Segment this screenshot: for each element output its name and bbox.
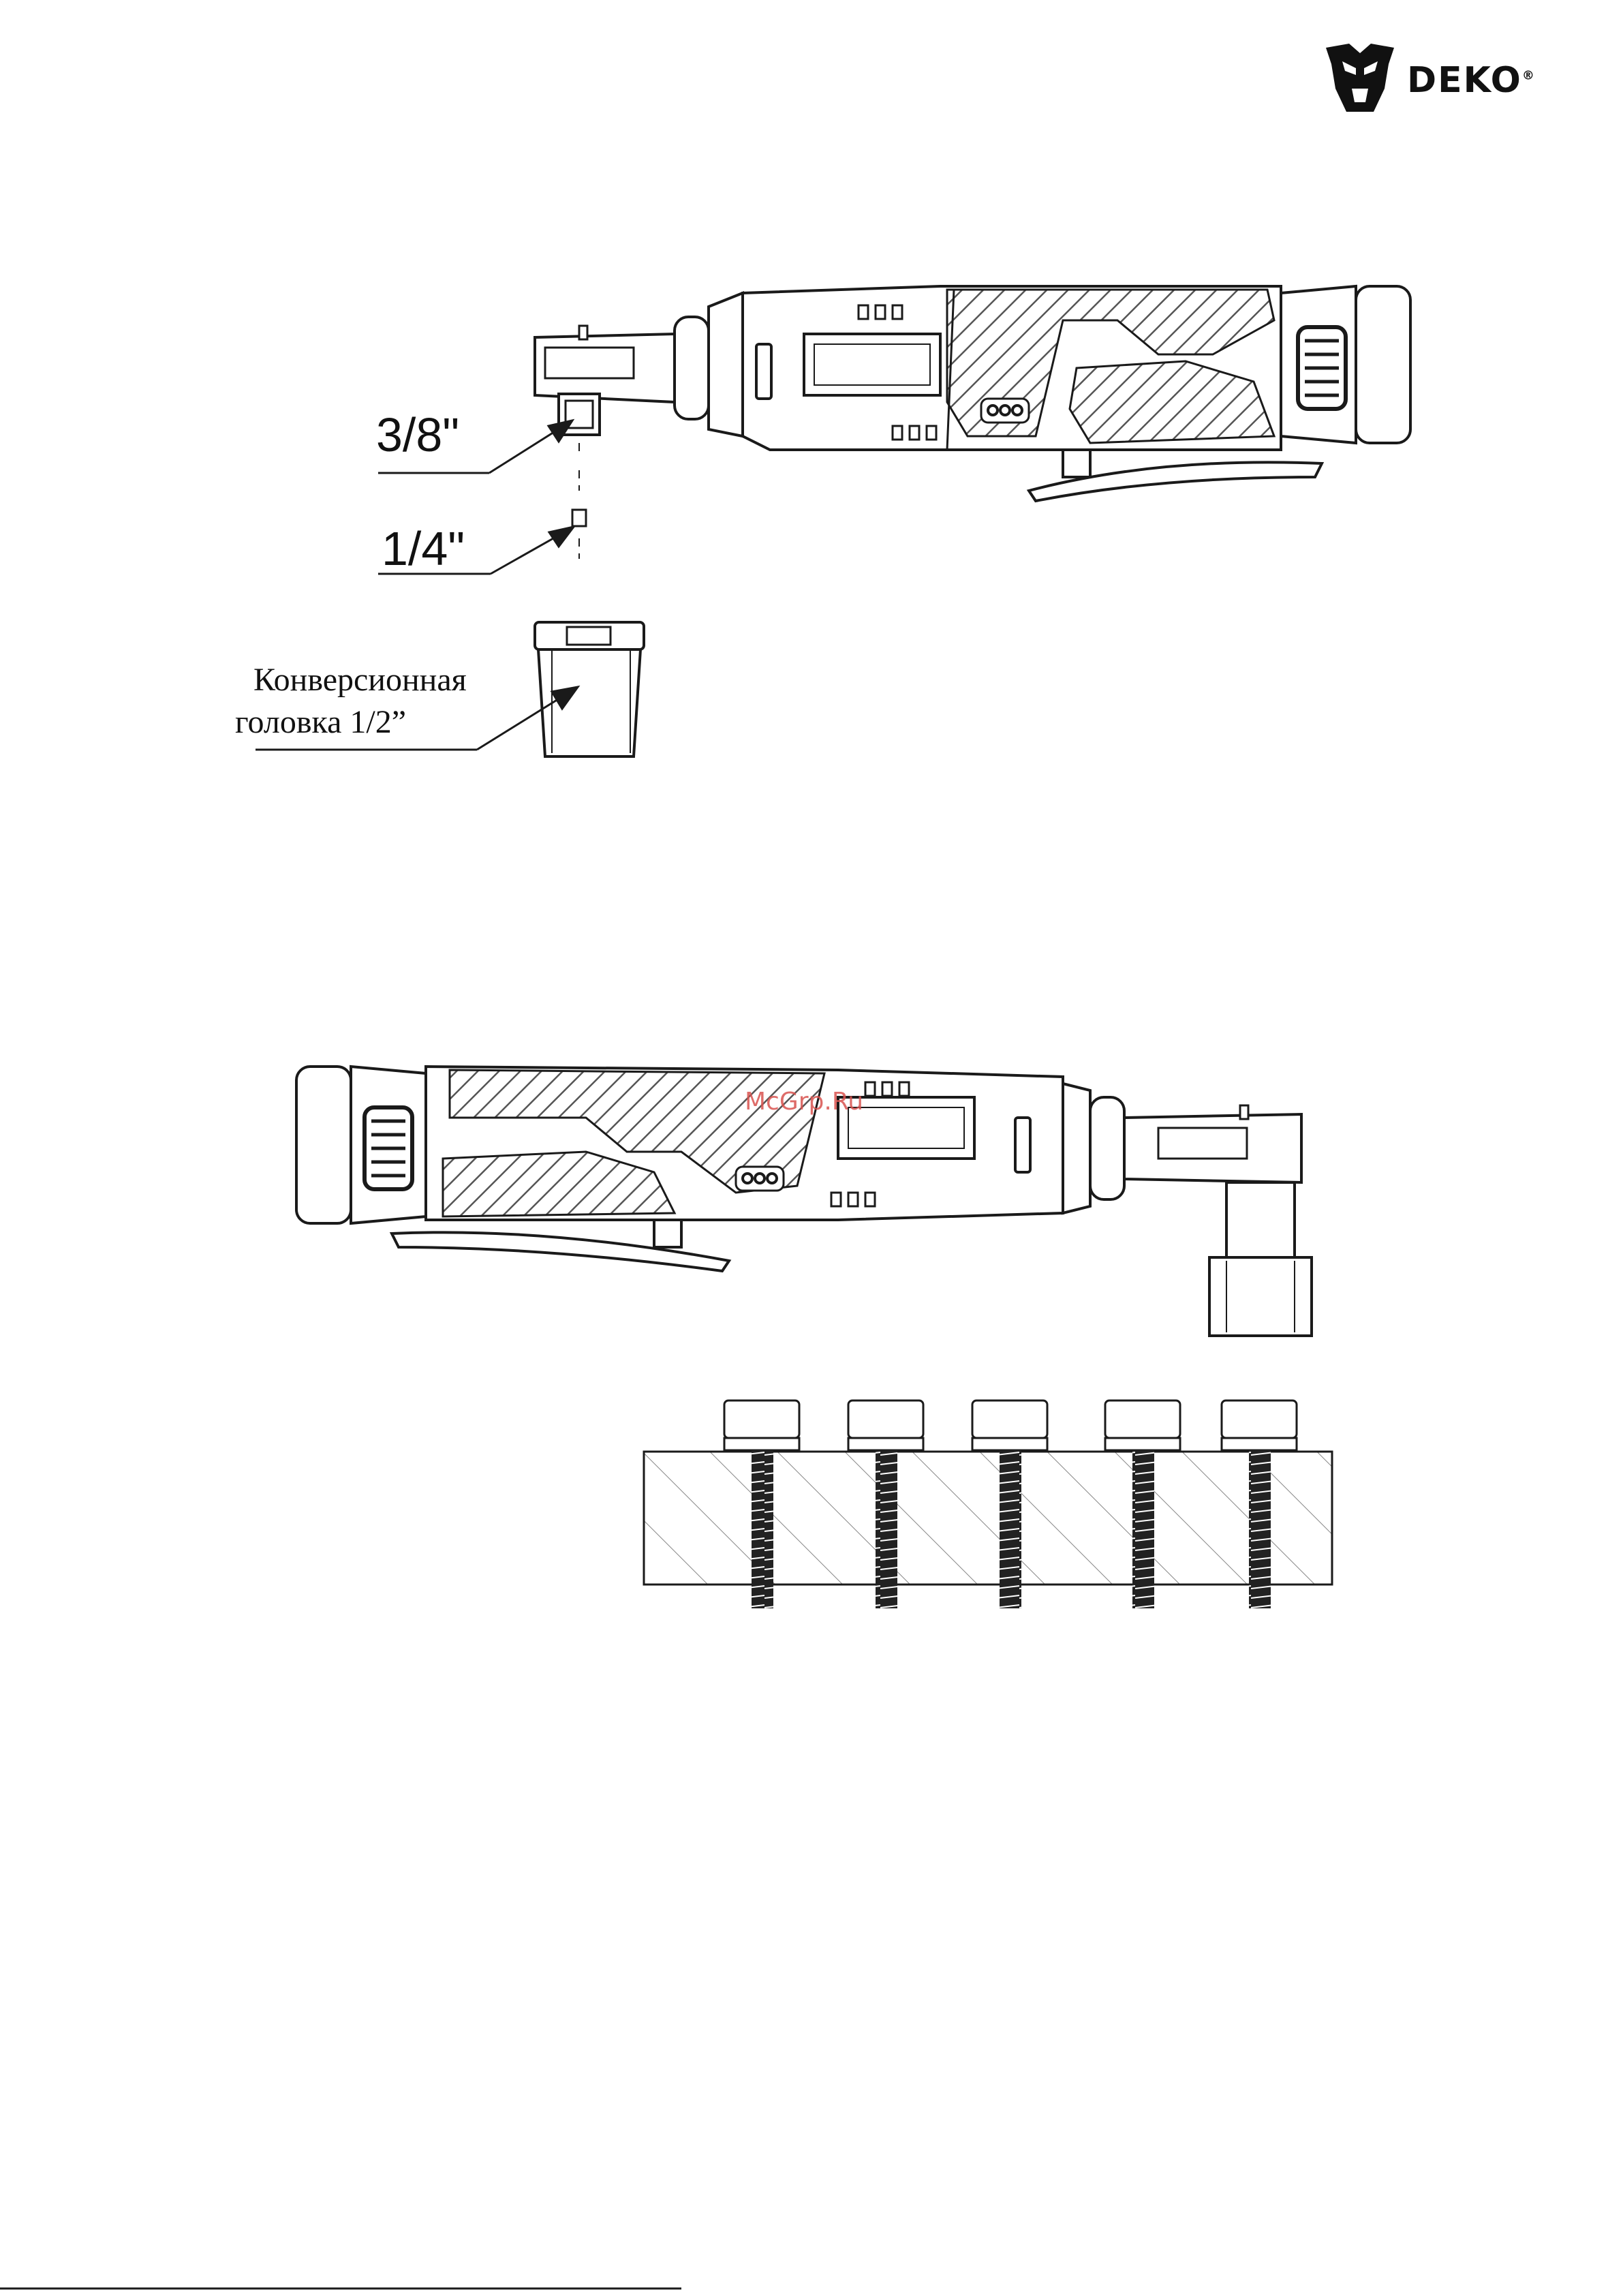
bolts-in-block <box>644 1400 1332 1608</box>
socket-size-label-1-4: 1/4" <box>382 521 465 576</box>
watermark: McGrp.Ru <box>745 1088 863 1116</box>
socket-size-label-3-8: 3/8" <box>376 408 459 462</box>
conversion-head-label-line2: головка 1/2” <box>235 701 406 744</box>
conversion-head-label-line1: Конверсионная <box>253 659 467 701</box>
ratchet-wrench-top <box>535 286 1410 756</box>
